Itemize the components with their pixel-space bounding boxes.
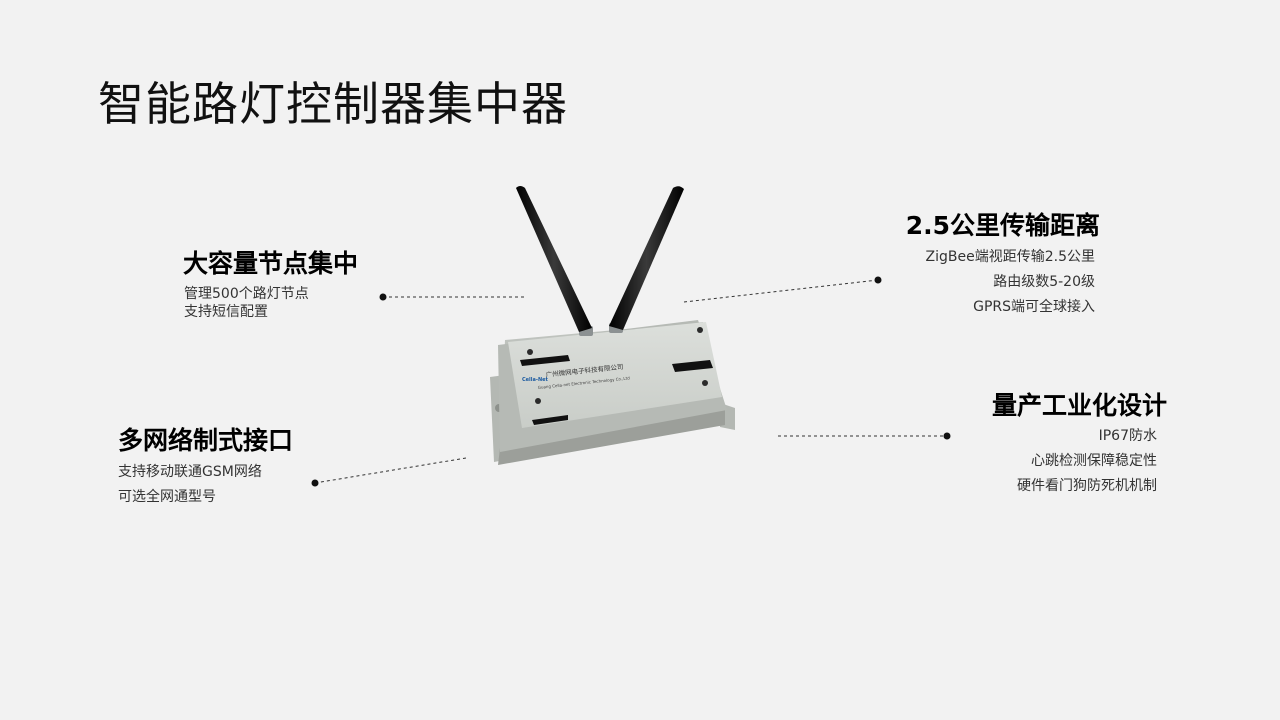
feature-distance-line-3: GPRS端可全球接入	[973, 299, 1095, 315]
feature-distance-title: 2.5公里传输距离	[905, 211, 1100, 240]
enclosure-lid	[508, 322, 722, 428]
device-brand: Cella-Net	[522, 377, 549, 383]
antenna-left	[516, 186, 592, 332]
feature-distance-line-1: ZigBee端视距传输2.5公里	[925, 249, 1095, 265]
connector-network	[311, 457, 467, 487]
feature-capacity-title: 大容量节点集中	[183, 249, 359, 278]
page-title: 智能路灯控制器集中器	[98, 77, 568, 131]
feature-capacity-line-2: 支持短信配置	[184, 304, 268, 320]
feature-industrial-line-3: 硬件看门狗防死机机制	[1017, 478, 1157, 494]
feature-industrial-title: 量产工业化设计	[991, 391, 1167, 420]
connector-industrial	[778, 432, 951, 440]
feature-distance-line-2: 路由级数5-20级	[993, 274, 1095, 290]
feature-capacity-line-1: 管理500个路灯节点	[184, 286, 309, 302]
feature-network-line-1: 支持移动联通GSM网络	[118, 464, 262, 480]
feature-network-title: 多网络制式接口	[118, 426, 294, 455]
controller-device-image: 广州微网电子科技有限公司 Guang Cella-net Electronic …	[490, 186, 735, 465]
feature-industrial-line-2: 心跳检测保障稳定性	[1031, 453, 1157, 469]
antenna-right	[609, 186, 684, 330]
feature-network-line-2: 可选全网通型号	[118, 489, 216, 505]
feature-industrial-line-1: IP67防水	[1098, 428, 1157, 444]
